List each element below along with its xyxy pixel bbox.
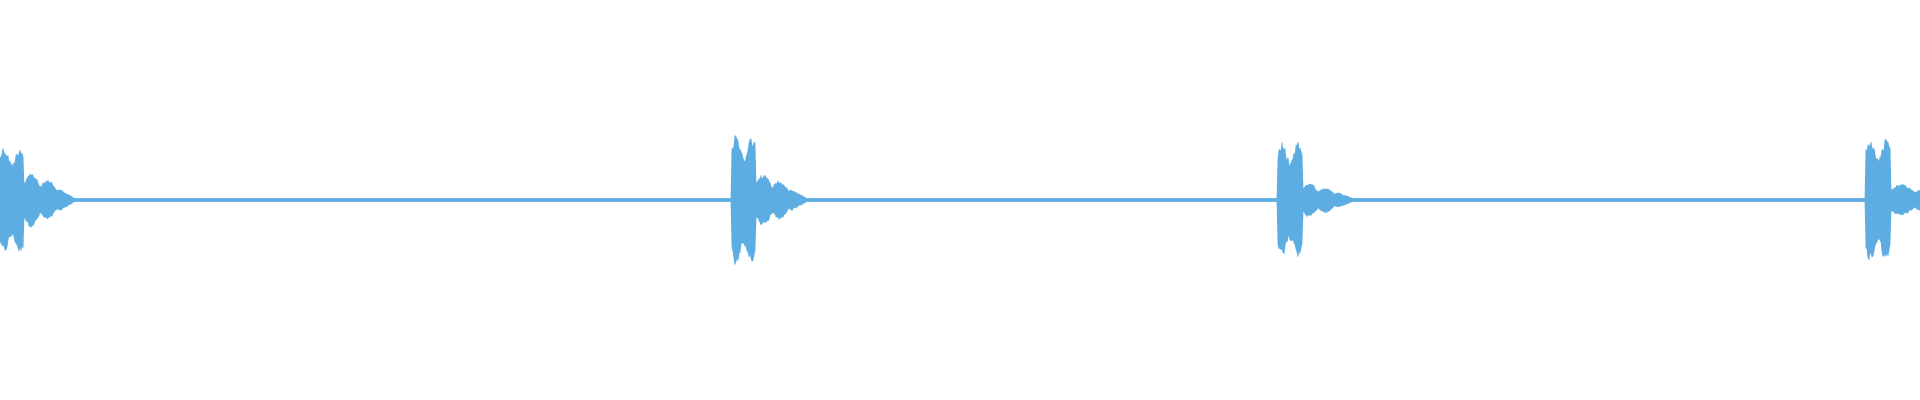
audio-waveform xyxy=(0,134,1920,266)
waveform-svg xyxy=(0,134,1920,266)
